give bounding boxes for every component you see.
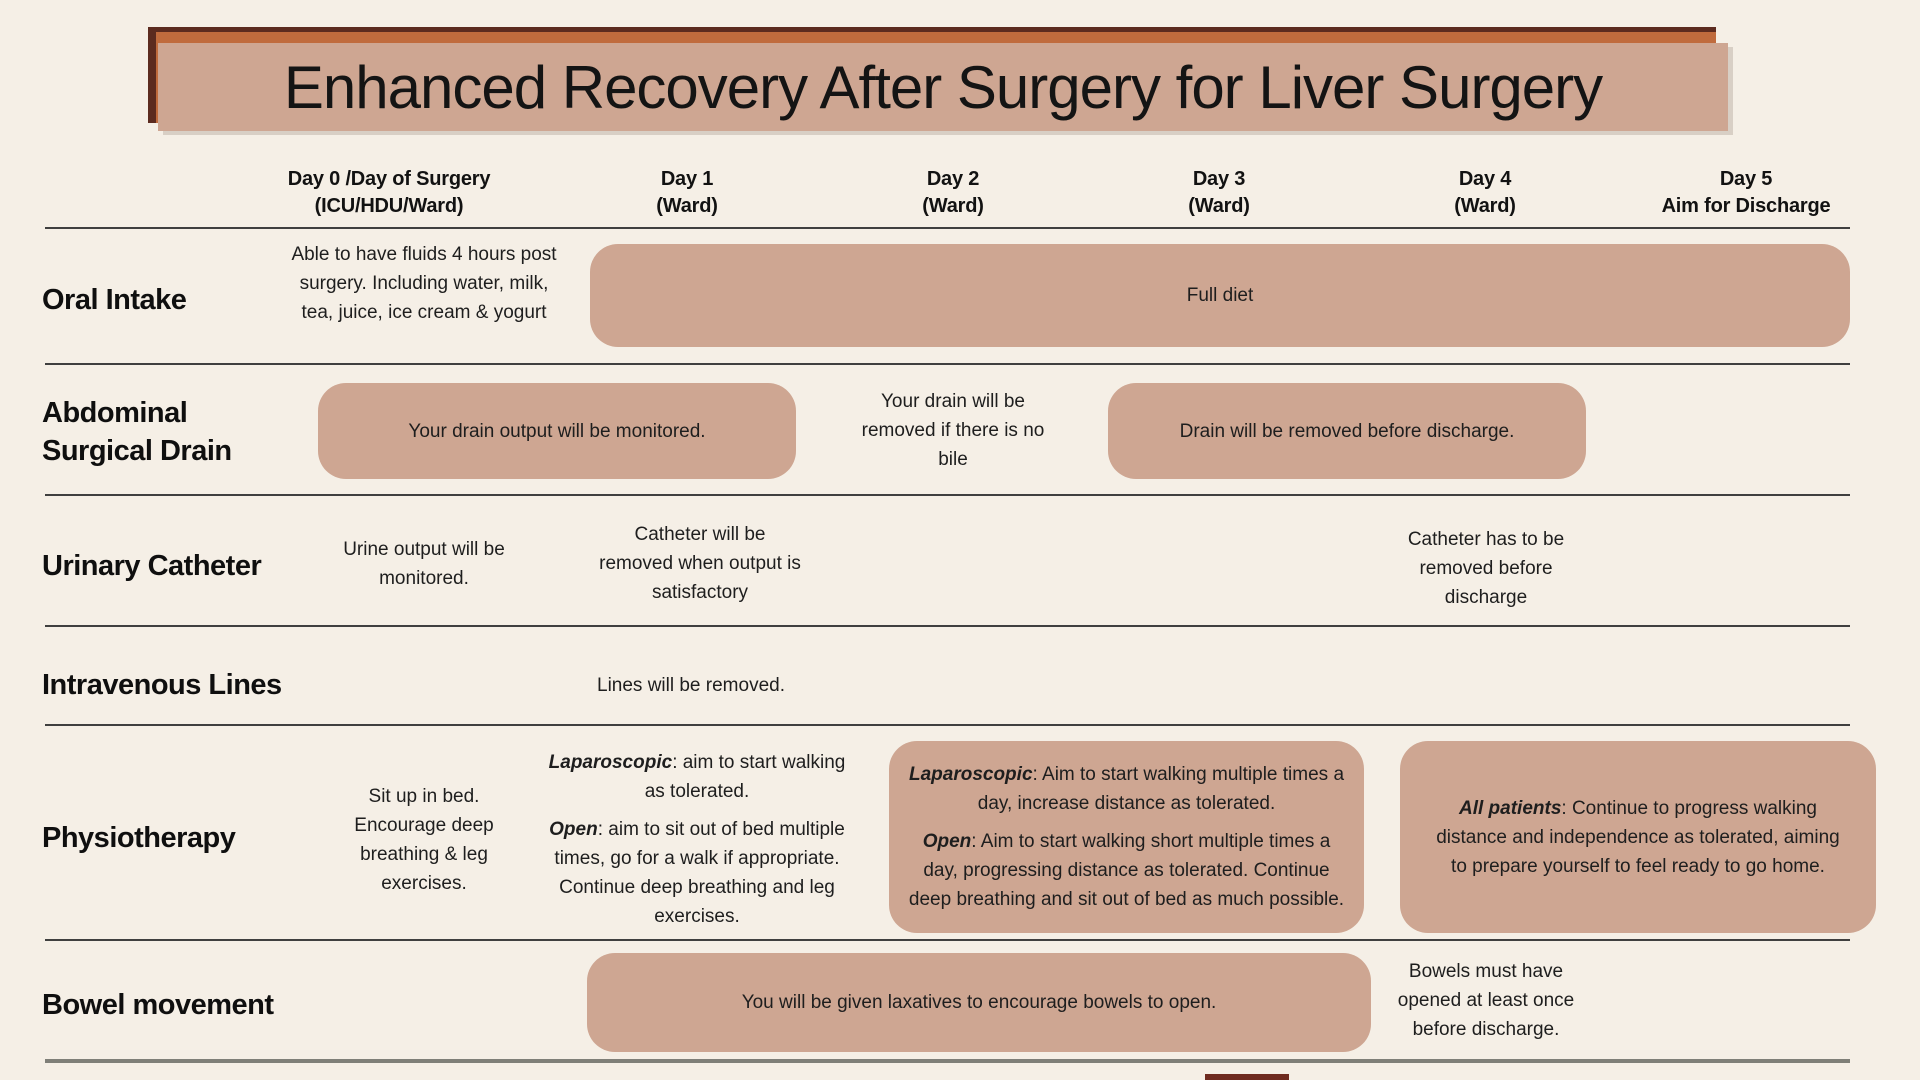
row-separator [45, 724, 1850, 726]
cell-urinary-day1: Catheter will be removed when output is … [599, 524, 801, 603]
column-header-day4: Day 4 (Ward) [1355, 166, 1615, 220]
pill-physio-day2-3: Laparoscopic: Aim to start walking multi… [889, 741, 1364, 933]
row-separator [45, 939, 1850, 941]
row-label-abdominal-drain-line1: Abdominal [42, 397, 188, 429]
column-header-day5-line1: Day 5 [1719, 168, 1773, 190]
column-header-day3: Day 3 (Ward) [1089, 166, 1349, 220]
cell-urinary-day0: Urine output will be monitored. [343, 539, 505, 589]
row-label-abdominal-drain: Abdominal Surgical Drain [42, 394, 232, 470]
physio-day1-open-lead: Open [549, 819, 598, 840]
bottom-accent-bar [1205, 1074, 1289, 1080]
title-banner: Enhanced Recovery After Surgery for Live… [158, 43, 1728, 131]
column-header-day2: Day 2 (Ward) [823, 166, 1083, 220]
row-label-oral-intake: Oral Intake [42, 284, 187, 316]
row-label-urinary-catheter: Urinary Catheter [42, 550, 262, 582]
pill-bowel-laxatives: You will be given laxatives to encourage… [587, 953, 1371, 1052]
column-header-day5: Day 5 Aim for Discharge [1616, 166, 1876, 220]
physio-day23-laparoscopic: Laparoscopic: Aim to start walking multi… [907, 760, 1346, 818]
row-label-abdominal-drain-line2: Surgical Drain [42, 435, 232, 467]
cell-physio-day0: Sit up in bed. Encourage deep breathing … [354, 786, 494, 894]
column-header-day3-line1: Day 3 [1192, 168, 1246, 190]
column-header-day5-line2: Aim for Discharge [1661, 195, 1831, 217]
column-header-day4-line2: (Ward) [1454, 195, 1516, 217]
column-header-day1: Day 1 (Ward) [557, 166, 817, 220]
cell-abdominal-drain-day2: Your drain will be removed if there is n… [861, 391, 1045, 470]
column-header-day3-line2: (Ward) [1188, 195, 1250, 217]
pill-oral-intake-full-diet-text: Full diet [1186, 285, 1254, 306]
cell-urinary-day4: Catheter has to be removed before discha… [1407, 529, 1565, 608]
physio-day23-laparoscopic-text: : Aim to start walking multiple times a … [977, 764, 1345, 814]
pill-drain-removed-text: Drain will be removed before discharge. [1179, 420, 1515, 442]
row-separator [45, 363, 1850, 365]
physio-day23-open-lead: Open [922, 831, 972, 852]
row-label-intravenous-lines: Intravenous Lines [42, 669, 282, 701]
row-label-bowel-movement: Bowel movement [42, 989, 274, 1021]
physio-day1-laparoscopic-text: : aim to start walking as tolerated. [644, 752, 846, 802]
cell-intravenous-day1: Lines will be removed. [597, 675, 785, 696]
column-header-day1-line2: (Ward) [656, 195, 718, 217]
pill-drain-monitored-text: Your drain output will be monitored. [408, 420, 706, 442]
cell-physio-day1: Laparoscopic: aim to start walking as to… [547, 748, 847, 931]
physio-day1-laparoscopic-lead: Laparoscopic [548, 752, 673, 773]
row-separator [45, 227, 1850, 229]
cell-oral-intake-day0: Able to have fluids 4 hours post surgery… [291, 244, 557, 323]
row-separator [45, 625, 1850, 627]
physio-day45-all-patients-text: : Continue to progress walking distance … [1436, 797, 1840, 877]
column-header-day1-line1: Day 1 [660, 168, 714, 190]
physio-day1-open-text: : aim to sit out of bed multiple times, … [554, 819, 845, 927]
pill-physio-day4-5: All patients: Continue to progress walki… [1400, 741, 1876, 933]
column-header-day0: Day 0 /Day of Surgery (ICU/HDU/Ward) [259, 166, 519, 220]
column-header-day2-line2: (Ward) [922, 195, 984, 217]
row-separator [45, 494, 1850, 496]
physio-day45-all-patients: All patients: Continue to progress walki… [1434, 794, 1842, 881]
column-header-day0-line2: (ICU/HDU/Ward) [314, 195, 464, 217]
column-header-day4-line1: Day 4 [1458, 168, 1512, 190]
pill-drain-monitored: Your drain output will be monitored. [318, 383, 796, 479]
physio-day1-open: Open: aim to sit out of bed multiple tim… [547, 815, 847, 931]
row-label-physiotherapy: Physiotherapy [42, 822, 236, 854]
physio-day23-open: Open: Aim to start walking short multipl… [907, 827, 1346, 914]
cell-bowel-day4: Bowels must have opened at least once be… [1397, 961, 1575, 1040]
physio-day23-open-text: : Aim to start walking short multiple ti… [908, 831, 1345, 910]
page-title: Enhanced Recovery After Surgery for Live… [283, 53, 1603, 121]
pill-oral-intake-full-diet: Full diet [590, 244, 1850, 347]
physio-day23-laparoscopic-lead: Laparoscopic [908, 764, 1033, 785]
physio-day45-all-patients-lead: All patients [1459, 797, 1562, 819]
column-header-day0-line1: Day 0 /Day of Surgery [287, 168, 491, 190]
column-header-day2-line1: Day 2 [926, 168, 980, 190]
row-separator-bottom [45, 1059, 1850, 1063]
pill-drain-removed: Drain will be removed before discharge. [1108, 383, 1586, 479]
physio-day1-laparoscopic: Laparoscopic: aim to start walking as to… [547, 748, 847, 806]
pill-bowel-laxatives-text: You will be given laxatives to encourage… [741, 992, 1217, 1013]
